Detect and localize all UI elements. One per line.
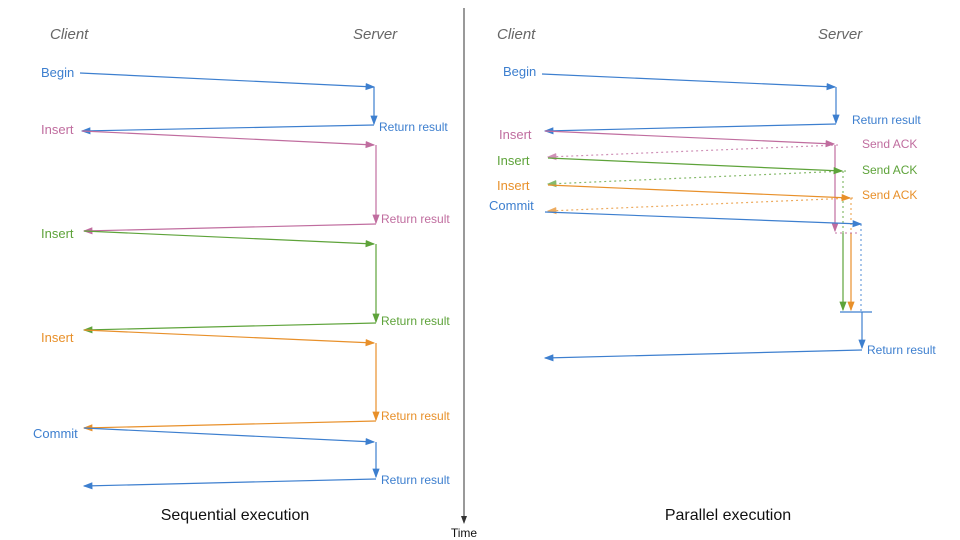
par-ack-label: Send ACK [862,188,917,202]
par-insert-1-arrows [544,130,839,233]
seq-client-header: Client [50,26,89,43]
par-server-header: Server [818,26,863,43]
seq-result-label: Return result [381,473,450,487]
par-begin-label: Begin [503,64,536,79]
par-insert-3-arrows [546,184,855,312]
seq-insert-3-arrows [82,329,380,432]
par-insert-label: Insert [497,153,530,168]
par-client-header: Client [497,26,536,43]
par-begin-arrows [541,73,840,135]
par-insert-label: Insert [497,178,530,193]
par-begin-result-label: Return result [852,113,921,127]
seq-step-label: Begin [41,65,74,80]
seq-result-label: Return result [381,314,450,328]
par-commit-label: Commit [489,198,534,213]
seq-result-label: Return result [379,120,448,134]
seq-result-label: Return result [381,409,450,423]
seq-insert-2-arrows [82,230,380,334]
time-label: Time [451,526,478,540]
par-commit-arrows [543,211,872,362]
seq-step-label: Insert [41,226,74,241]
par-commit-result-label: Return result [867,343,936,357]
par-ack-label: Send ACK [862,137,917,151]
par-insert-2-arrows [546,157,847,312]
seq-server-header: Server [353,26,398,43]
par-insert-label: Insert [499,127,532,142]
seq-step-label: Insert [41,122,74,137]
seq-insert-1-arrows [81,130,380,235]
seq-caption: Sequential execution [161,507,310,524]
seq-commit-arrows [82,427,380,490]
par-ack-label: Send ACK [862,163,917,177]
par-caption: Parallel execution [665,507,791,524]
seq-result-label: Return result [381,212,450,226]
seq-step-label: Insert [41,330,74,345]
seq-begin-arrows [79,72,378,135]
seq-step-label: Commit [33,426,78,441]
